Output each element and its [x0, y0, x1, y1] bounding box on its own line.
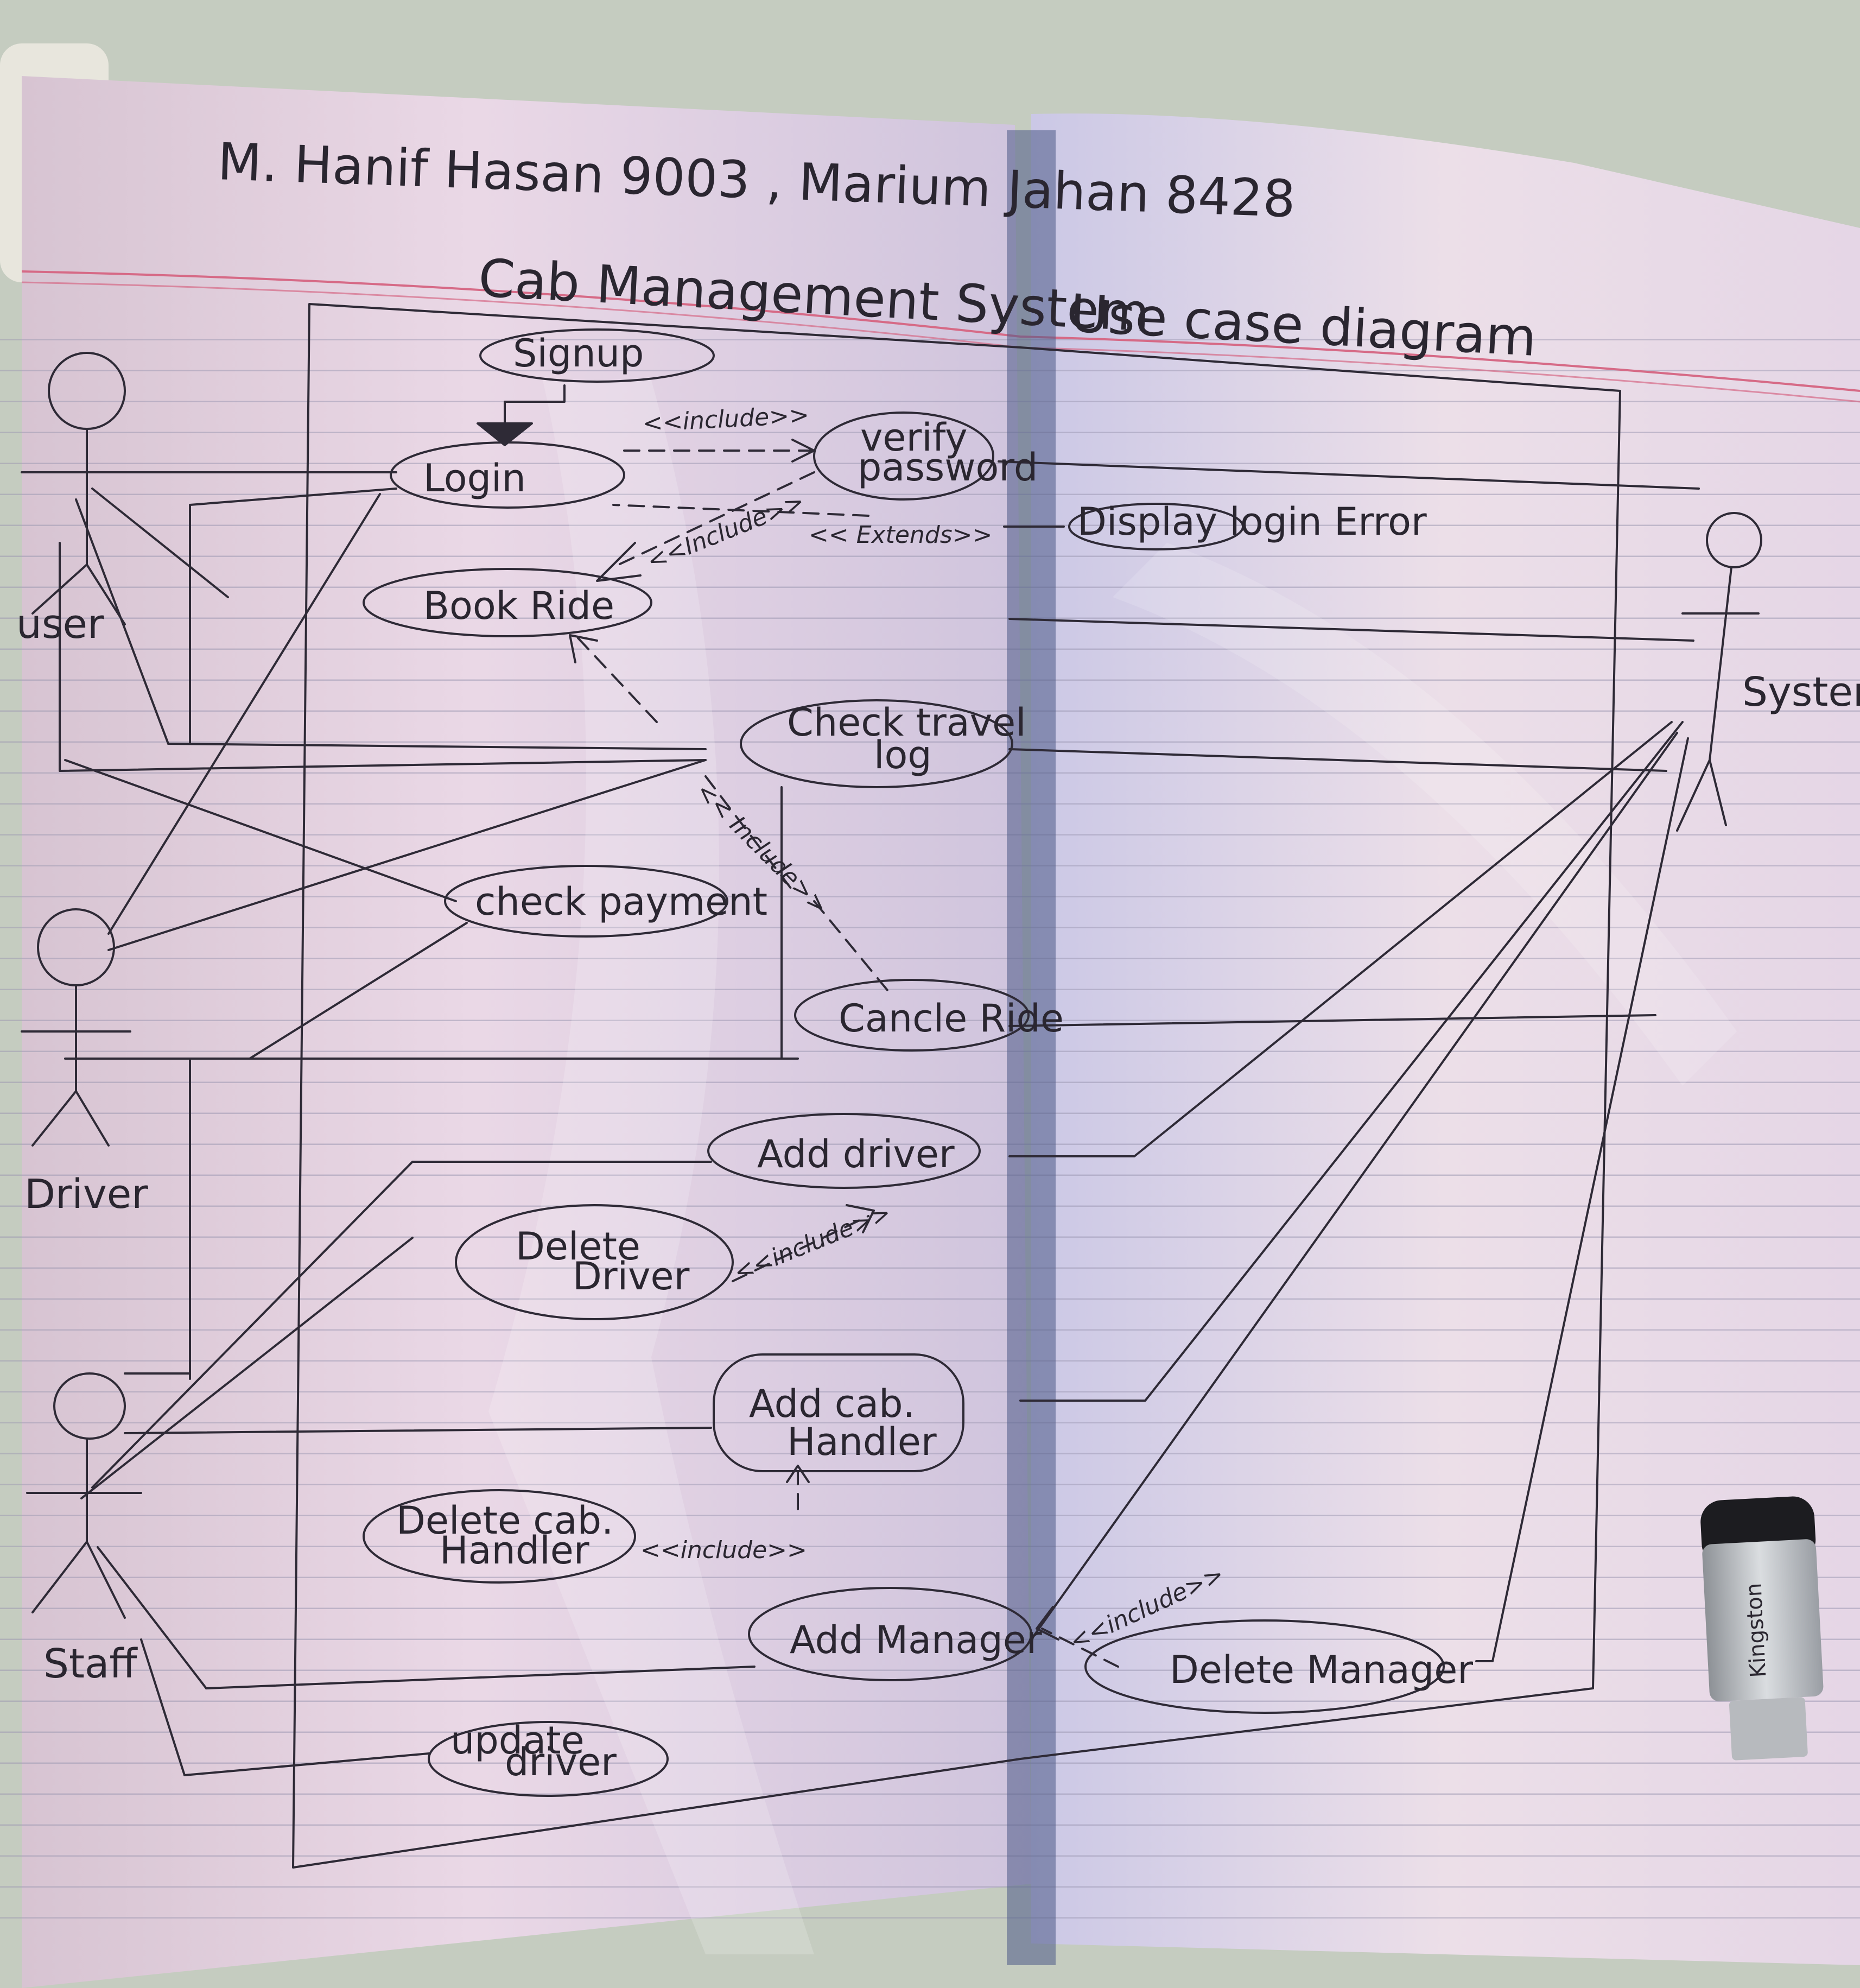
use-case-display-login-error: Display login Error — [1068, 499, 1427, 550]
svg-text:Check travel: Check travel — [787, 700, 1026, 745]
extend-display-error-label: << Extends>> — [809, 521, 992, 549]
actor-staff-label: Staff — [43, 1641, 138, 1687]
usb-stick: Kingston — [1700, 1496, 1824, 1761]
use-case-check-travel-log: Check travel log — [740, 699, 1026, 788]
use-case-delete-driver: Delete Driver — [455, 1204, 734, 1320]
svg-text:update: update — [450, 1718, 585, 1763]
notebook — [0, 76, 1860, 1988]
use-case-check-payment: check payment — [444, 865, 767, 938]
svg-text:check payment: check payment — [475, 879, 767, 924]
svg-text:Driver: Driver — [573, 1254, 690, 1299]
actor-system-label: System — [1742, 669, 1860, 716]
svg-text:Add driver: Add driver — [757, 1132, 955, 1176]
svg-text:Book Ride: Book Ride — [423, 584, 614, 628]
use-case-login: Login — [390, 441, 625, 509]
spine-shadow — [1007, 130, 1056, 1965]
use-case-verify-password: verify password — [813, 411, 1038, 501]
svg-text:Cancle Ride: Cancle Ride — [839, 996, 1064, 1041]
svg-text:Add cab.: Add cab. — [749, 1382, 915, 1426]
system-boundary — [292, 303, 1621, 1869]
svg-text:log: log — [874, 733, 932, 777]
actor-driver: Driver — [21, 908, 148, 1218]
svg-text:Delete Manager: Delete Manager — [1170, 1648, 1473, 1692]
usb-brand-label: Kingston — [1741, 1582, 1771, 1679]
svg-text:password: password — [858, 445, 1038, 490]
ruled-lines — [0, 309, 1860, 1938]
use-case-update-driver: update driver — [428, 1718, 669, 1797]
svg-text:Display login Error: Display login Error — [1077, 499, 1427, 544]
use-case-delete-cab-handler: Delete cab. Handler — [363, 1489, 636, 1584]
include-delete-cab-label: <<include>> — [640, 1536, 807, 1564]
actor-staff: Staff — [26, 1372, 142, 1687]
svg-text:Handler: Handler — [440, 1528, 589, 1573]
actor-user: user — [16, 352, 131, 648]
use-cases: Signup Login verify password Display log… — [363, 328, 1473, 1797]
use-case-cancel-ride: Cancle Ride — [794, 979, 1064, 1052]
svg-text:Handler: Handler — [787, 1420, 937, 1464]
use-case-add-manager: Add Manager — [748, 1587, 1042, 1681]
dependency-arrows — [477, 384, 1119, 1668]
actor-driver-label: Driver — [24, 1171, 148, 1218]
svg-text:driver: driver — [505, 1740, 617, 1784]
association-lines — [59, 460, 1700, 1776]
actor-system: System — [1676, 512, 1860, 832]
actor-user-label: user — [16, 601, 104, 648]
use-case-delete-manager: Delete Manager — [1084, 1619, 1473, 1714]
svg-text:Delete: Delete — [516, 1224, 640, 1269]
svg-text:Login: Login — [423, 456, 526, 501]
generalization-arrowhead — [477, 422, 533, 446]
svg-text:Delete cab.: Delete cab. — [396, 1498, 613, 1543]
use-case-book-ride: Book Ride — [363, 568, 652, 637]
use-case-add-cab-handler: Add cab. Handler — [713, 1353, 964, 1472]
svg-text:verify: verify — [860, 415, 968, 460]
svg-text:Signup: Signup — [513, 331, 644, 376]
use-case-add-driver: Add driver — [707, 1113, 981, 1189]
use-case-signup: Signup — [479, 328, 715, 383]
svg-text:Add Manager: Add Manager — [790, 1618, 1042, 1662]
